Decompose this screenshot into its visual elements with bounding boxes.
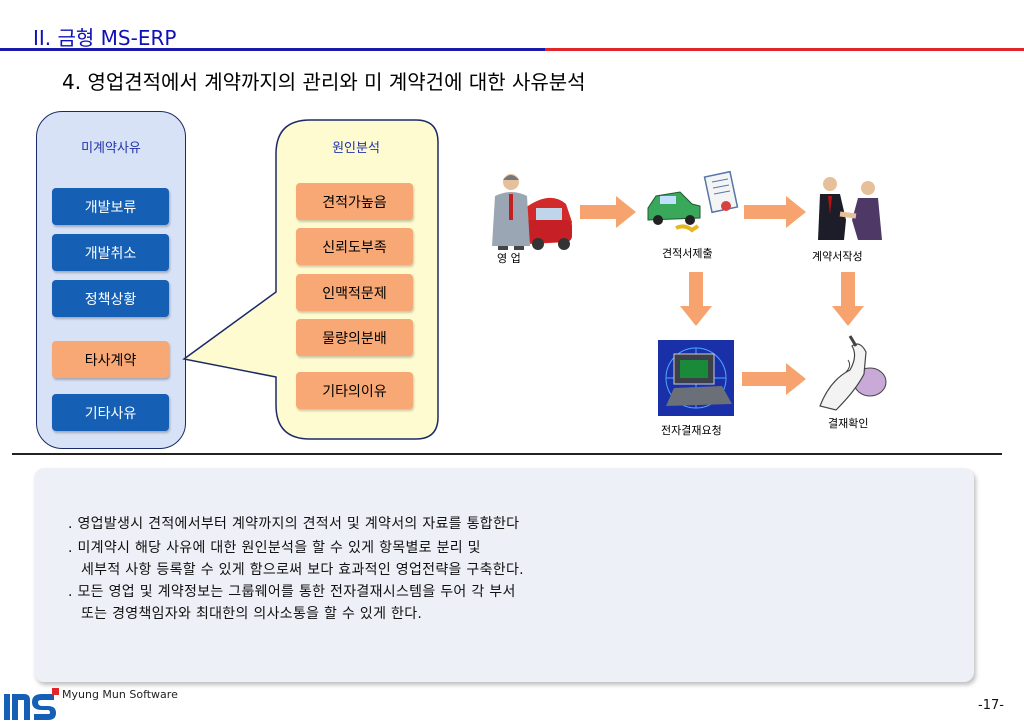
reason-development-hold-button[interactable]: 개발보류 [52, 188, 169, 225]
payment-confirm-label: 결재확인 [828, 417, 869, 430]
flow-arrow-down-1 [680, 272, 712, 326]
cause-analysis-title: 원인분석 [332, 141, 380, 156]
sales-flow-diagram [492, 170, 887, 416]
non-contract-reason-title: 미계약사유 [81, 141, 141, 156]
page-subtitle: 4. 영업견적에서 계약까지의 관리와 미 계약건에 대한 사유분석 [62, 70, 586, 94]
summary-line-4: . 모든 영업 및 계약정보는 그룹웨어를 통한 전자결재시스템을 두어 각 부… [68, 584, 516, 600]
company-logo [4, 688, 59, 720]
footer-company-name: Myung Mun Software [62, 688, 178, 701]
header-rule-red [545, 48, 1024, 51]
summary-line-1: . 영업발생시 견적에서부터 계약까지의 견적서 및 계약서의 자료를 통합한다 [68, 516, 520, 532]
sales-label: 영 업 [497, 252, 521, 265]
reason-development-cancel-button[interactable]: 개발취소 [52, 234, 169, 271]
cause-low-trust-button[interactable]: 신뢰도부족 [296, 228, 413, 265]
cause-volume-distribution-button[interactable]: 물량의분배 [296, 319, 413, 356]
summary-line-5: 또는 경영책임자와 최대한의 의사소통을 할 수 있게 한다. [81, 606, 423, 622]
page-number: -17- [978, 698, 1004, 713]
section-divider [12, 453, 1002, 455]
cause-other-button[interactable]: 기타의이유 [296, 372, 413, 409]
quote-clipart [647, 170, 739, 233]
flow-arrow-right-1 [580, 196, 636, 228]
cause-high-quote-button[interactable]: 견적가높음 [296, 183, 413, 220]
approval-hand-clipart [819, 335, 887, 411]
summary-line-3: 세부적 사항 등록할 수 있게 함으로써 보다 효과적인 영업전략을 구축한다. [81, 562, 524, 578]
contract-write-label: 계약서작성 [812, 250, 863, 263]
quote-submit-label: 견적서제출 [662, 247, 713, 260]
reason-policy-situation-button[interactable]: 정책상황 [52, 280, 169, 317]
flow-arrow-down-2 [832, 272, 864, 326]
flow-arrow-right-2 [744, 196, 806, 228]
salesman-clipart [492, 174, 572, 250]
flow-arrow-right-3 [742, 363, 806, 395]
header-rule-blue [0, 48, 545, 51]
section-title: II. 금형 MS-ERP [33, 26, 177, 50]
handshake-clipart [818, 177, 882, 240]
cause-relationship-problem-button[interactable]: 인맥적문제 [296, 274, 413, 311]
reason-other-company-contract-button[interactable]: 타사계약 [52, 341, 169, 378]
reason-other-button[interactable]: 기타사유 [52, 394, 169, 431]
summary-line-2: . 미계약시 해당 사유에 대한 원인분석을 할 수 있게 항목별로 분리 및 [68, 540, 481, 556]
e-approval-request-label: 전자결재요청 [661, 424, 722, 437]
computer-clipart [658, 340, 734, 416]
summary-box: . 영업발생시 견적에서부터 계약까지의 견적서 및 계약서의 자료를 통합한다… [34, 468, 974, 682]
